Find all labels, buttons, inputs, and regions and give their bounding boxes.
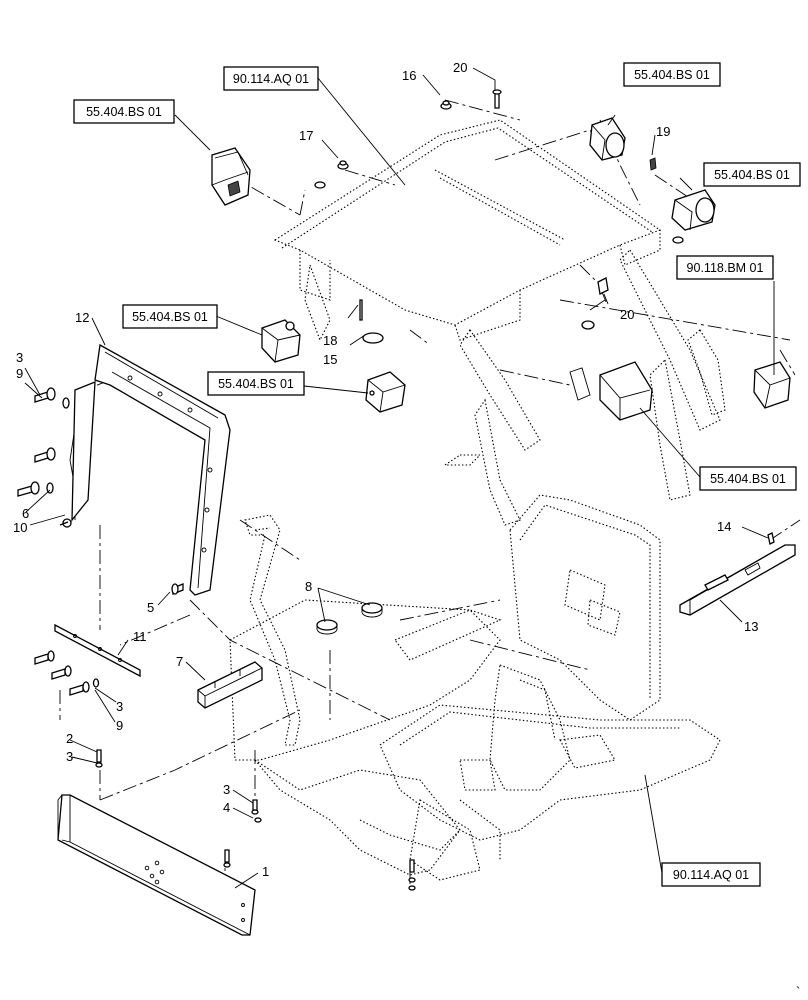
callout-3-left: 3 xyxy=(16,350,23,365)
reference-boxes: 55.404.BS 01 90.114.AQ 01 55.404.BS 01 5… xyxy=(73,62,801,887)
callout-17: 17 xyxy=(299,128,313,143)
roof-hardware xyxy=(314,89,684,344)
ref-box-lamp-left-mid[interactable]: 55.404.BS 01 xyxy=(122,304,218,329)
ref-label: 90.114.AQ 01 xyxy=(233,72,309,86)
part-13-step xyxy=(679,532,796,616)
part-12-seal-frame xyxy=(69,343,231,596)
callout-8: 8 xyxy=(305,579,312,594)
callout-3-floor: 3 xyxy=(223,782,230,797)
ref-label: 55.404.BS 01 xyxy=(86,105,162,119)
ref-box-lamp-left-top[interactable]: 55.404.BS 01 xyxy=(73,99,175,124)
callout-9-mid: 9 xyxy=(116,718,123,733)
callout-7: 7 xyxy=(176,654,183,669)
ref-label: 90.118.BM 01 xyxy=(687,261,764,275)
ref-box-lamp-left-lower[interactable]: 55.404.BS 01 xyxy=(207,371,305,396)
ref-box-far-right[interactable]: 90.118.BM 01 xyxy=(676,255,774,280)
callout-19: 19 xyxy=(656,124,670,139)
ref-box-lamp-right-mid[interactable]: 55.404.BS 01 xyxy=(699,466,797,491)
ref-box-floor[interactable]: 90.114.AQ 01 xyxy=(661,862,761,887)
ref-label: 55.404.BS 01 xyxy=(132,310,208,324)
callout-16: 16 xyxy=(402,68,416,83)
ref-label: 55.404.BS 01 xyxy=(714,168,790,182)
lamp-far-right xyxy=(753,361,791,409)
ref-box-lamp-top-right[interactable]: 55.404.BS 01 xyxy=(623,62,721,87)
callout-3-bottom: 3 xyxy=(66,749,73,764)
callout-11: 11 xyxy=(133,629,147,644)
lamp-right-upper xyxy=(671,189,716,231)
callout-6: 6 xyxy=(22,506,29,521)
part-7-block xyxy=(197,661,263,709)
leader-lines xyxy=(24,67,775,889)
lamp-left-lower xyxy=(365,371,406,413)
part-8-plugs xyxy=(316,602,383,635)
callout-13: 13 xyxy=(744,619,758,634)
callout-15: 15 xyxy=(323,352,337,367)
lamp-left-top xyxy=(211,147,251,206)
callout-3-mid: 3 xyxy=(116,699,123,714)
ref-box-roof[interactable]: 90.114.AQ 01 xyxy=(223,66,319,91)
ref-label: 55.404.BS 01 xyxy=(634,68,710,82)
ref-label: 55.404.BS 01 xyxy=(710,472,786,486)
callout-2: 2 xyxy=(66,731,73,746)
callout-numbers: 16 20 17 19 12 3 9 18 15 20 6 10 5 8 7 1… xyxy=(13,60,800,999)
callout-10: 10 xyxy=(13,520,27,535)
callout-20-right: 20 xyxy=(620,307,634,322)
callout-4: 4 xyxy=(223,800,230,815)
callout-18: 18 xyxy=(323,333,337,348)
callout-12: 12 xyxy=(75,310,89,325)
part-1-panel xyxy=(57,794,256,936)
callout-5: 5 xyxy=(147,600,154,615)
ref-label: 55.404.BS 01 xyxy=(218,377,294,391)
cab-frame xyxy=(229,119,726,881)
ref-box-lamp-right-upper[interactable]: 55.404.BS 01 xyxy=(703,162,801,187)
ref-label: 90.114.AQ 01 xyxy=(673,868,749,882)
lamp-left-mid xyxy=(261,319,301,363)
callout-1: 1 xyxy=(262,864,269,879)
small-fasteners xyxy=(95,749,416,891)
callout-20-top: 20 xyxy=(453,60,467,75)
callout-9-left: 9 xyxy=(16,366,23,381)
callout-14: 14 xyxy=(717,519,731,534)
part-11-strip xyxy=(34,623,141,696)
part-5-screw xyxy=(171,583,184,595)
lamp-top-right xyxy=(589,117,626,161)
footer-mark: ` xyxy=(796,984,800,999)
fastener-stack-left xyxy=(17,387,72,528)
lamp-right-mid xyxy=(569,361,653,421)
